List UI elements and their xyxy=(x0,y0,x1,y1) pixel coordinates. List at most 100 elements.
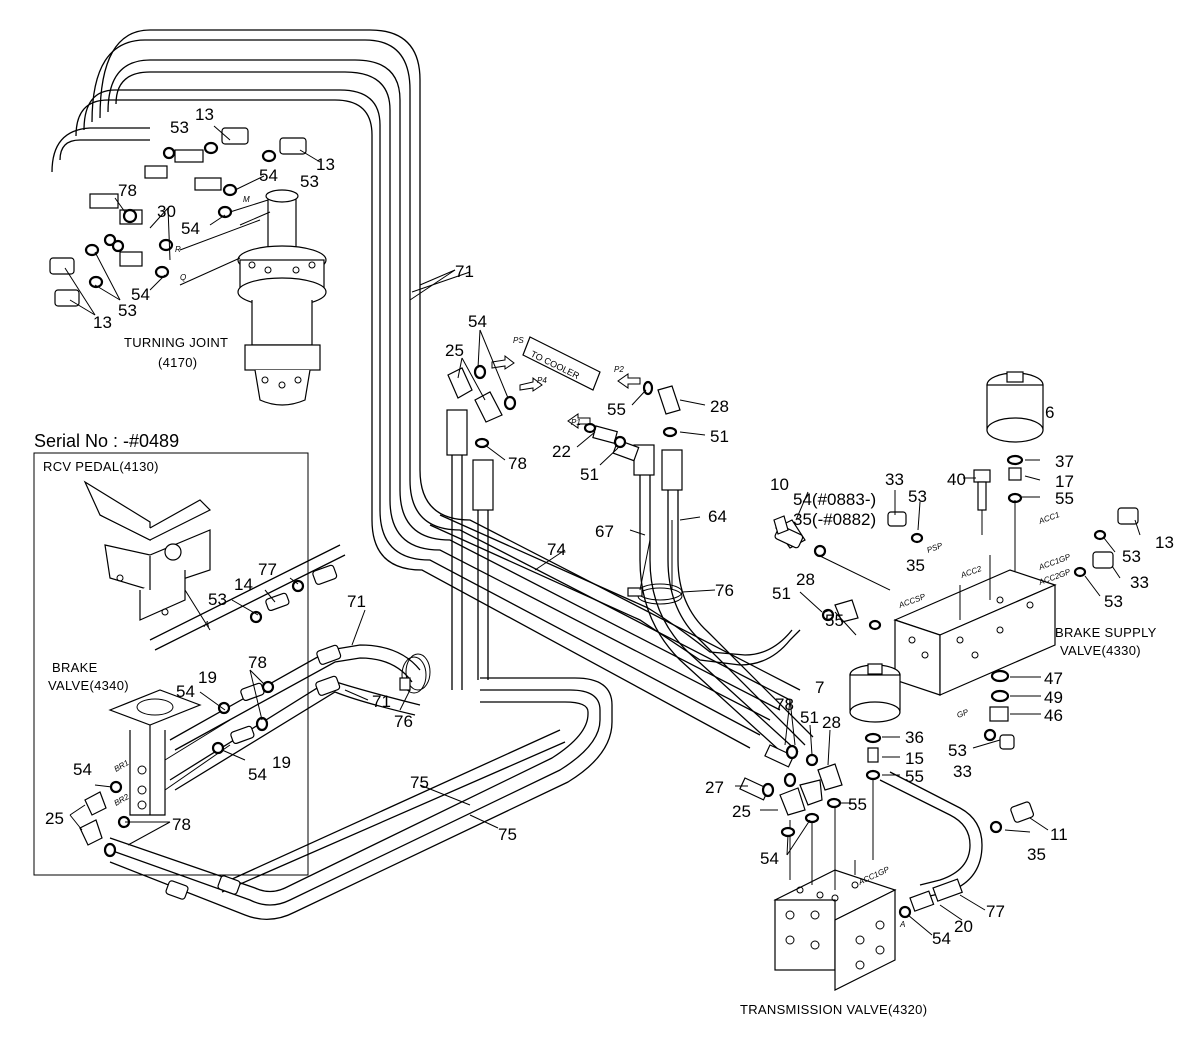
callout-51: 51 xyxy=(772,584,791,603)
callout-54: 54 xyxy=(181,219,200,238)
turning-joint-number: (4170) xyxy=(158,355,197,370)
callout-54: 54 xyxy=(176,682,195,701)
callout-53: 53 xyxy=(170,118,189,137)
brake-valve: BR1 BR2 xyxy=(108,689,231,816)
port-label-psp: PSP xyxy=(926,541,945,555)
hose-74 xyxy=(429,514,801,666)
callout-78: 78 xyxy=(775,695,794,714)
brake-valve-number: VALVE(4340) xyxy=(48,678,129,693)
callout-54: 54 xyxy=(248,765,267,784)
callout-55: 55 xyxy=(825,611,844,630)
callout-54: 54 xyxy=(468,312,487,331)
callout-28: 28 xyxy=(796,570,815,589)
to-cooler-box xyxy=(522,336,601,391)
callout-71: 71 xyxy=(372,692,391,711)
callout-35-serial-note: 35(-#0882) xyxy=(793,510,876,529)
callout-49: 49 xyxy=(1044,688,1063,707)
callout-33: 33 xyxy=(953,762,972,781)
transmission-valve xyxy=(773,800,897,991)
hose-64-67 xyxy=(633,444,814,761)
callout-47: 47 xyxy=(1044,669,1063,688)
port-label-acc2: ACC2 xyxy=(959,564,984,580)
callout-78: 78 xyxy=(248,653,267,672)
brake-supply-number: VALVE(4330) xyxy=(1060,643,1141,658)
callout-35: 35 xyxy=(1027,845,1046,864)
callout-77: 77 xyxy=(258,560,277,579)
callout-13: 13 xyxy=(1155,533,1174,552)
port-label-ps: PS xyxy=(513,336,524,345)
port-label-acc1: ACC1 xyxy=(1037,510,1061,526)
callout-55: 55 xyxy=(607,400,626,419)
port-label-gp: GP xyxy=(956,707,971,720)
callout-78: 78 xyxy=(508,454,527,473)
callout-27: 27 xyxy=(705,778,724,797)
port-label-a: A xyxy=(899,920,905,929)
callout-11: 11 xyxy=(1050,825,1068,844)
transmission-label: TRANSMISSION VALVE(4320) xyxy=(740,1002,927,1017)
turning-joint xyxy=(179,189,327,406)
brake-valve-label: BRAKE xyxy=(52,660,98,675)
callout-78: 78 xyxy=(118,181,137,200)
callout-53: 53 xyxy=(948,741,967,760)
brake-valve-fittings xyxy=(79,564,342,900)
callout-46: 46 xyxy=(1044,706,1063,725)
callout-54-serial-note: 54(#0883-) xyxy=(793,490,876,509)
callout-6: 6 xyxy=(1045,403,1054,422)
callout-76: 76 xyxy=(715,581,734,600)
transmission-fittings xyxy=(739,744,963,919)
port-label-a-rcv: A xyxy=(203,620,209,629)
callout-15: 15 xyxy=(905,749,924,768)
leader-lines xyxy=(64,125,1141,936)
callout-25: 25 xyxy=(732,802,751,821)
turning-joint-fittings xyxy=(49,127,307,307)
serial-box xyxy=(33,452,309,876)
hose-75 xyxy=(109,677,613,920)
callout-36: 36 xyxy=(905,728,924,747)
callout-19: 19 xyxy=(272,753,291,772)
port-label-q: Q xyxy=(180,273,186,282)
callout-55: 55 xyxy=(848,795,867,814)
callout-13: 13 xyxy=(93,313,112,332)
callout-71: 71 xyxy=(347,592,366,611)
callout-17: 17 xyxy=(1055,472,1074,491)
callout-64: 64 xyxy=(708,507,727,526)
callout-54: 54 xyxy=(760,849,779,868)
callout-25: 25 xyxy=(45,809,64,828)
callout-55: 55 xyxy=(1055,489,1074,508)
callout-37: 37 xyxy=(1055,452,1074,471)
port-label-r: R xyxy=(175,245,181,254)
callout-77: 77 xyxy=(986,902,1005,921)
callout-33: 33 xyxy=(885,470,904,489)
callout-67: 67 xyxy=(595,522,614,541)
callout-51: 51 xyxy=(580,465,599,484)
callout-53: 53 xyxy=(1122,547,1141,566)
port-label-br1: BR1 xyxy=(113,758,131,774)
callout-53: 53 xyxy=(908,487,927,506)
callout-54: 54 xyxy=(932,929,951,948)
hose-cooler-return xyxy=(446,409,494,690)
callout-78: 78 xyxy=(172,815,191,834)
port-label-p1: P1 xyxy=(571,418,581,427)
cooler-fittings xyxy=(447,364,681,462)
callout-54: 54 xyxy=(73,760,92,779)
clamp-76 xyxy=(399,583,683,694)
callout-54: 54 xyxy=(259,166,278,185)
pipe-bundle-71 xyxy=(51,29,801,749)
sensor-10 xyxy=(773,515,804,549)
port-label-p2: P2 xyxy=(614,365,624,374)
callout-13: 13 xyxy=(195,105,214,124)
callout-54: 54 xyxy=(131,285,150,304)
serial-label: Serial No : -#0489 xyxy=(34,431,179,451)
callout-51: 51 xyxy=(710,427,729,446)
brake-supply-label: BRAKE SUPPLY xyxy=(1055,625,1157,640)
callout-13: 13 xyxy=(316,155,335,174)
callout-51: 51 xyxy=(800,708,819,727)
callout-71: 71 xyxy=(455,262,474,281)
callout-14: 14 xyxy=(234,575,253,594)
callout-53: 53 xyxy=(118,301,137,320)
callout-30: 30 xyxy=(157,202,176,221)
bolt-40 xyxy=(973,469,991,535)
turning-joint-label: TURNING JOINT xyxy=(124,335,228,350)
accumulator-7 xyxy=(849,663,901,860)
